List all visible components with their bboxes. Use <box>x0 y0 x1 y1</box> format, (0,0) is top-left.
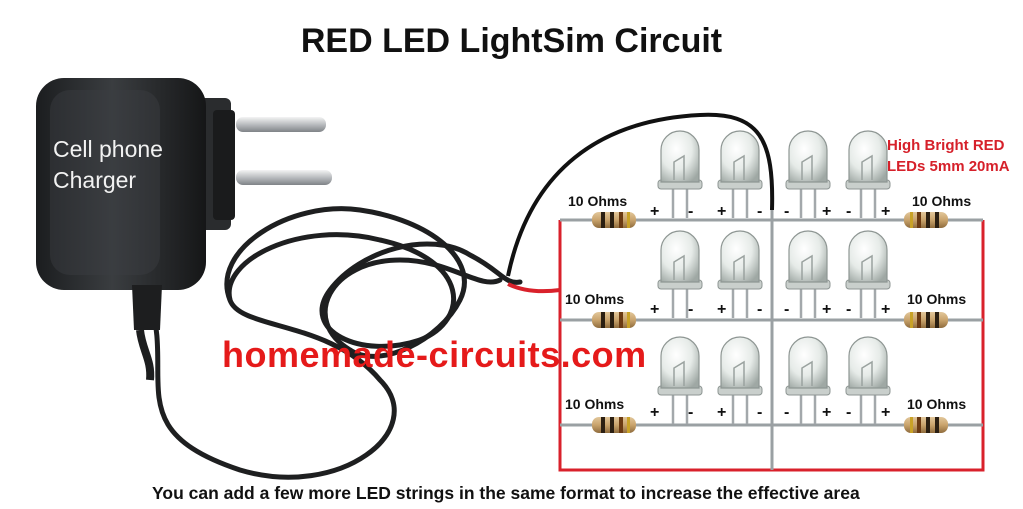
polarity-sign: - <box>784 301 790 318</box>
polarity-sign: - <box>846 203 852 220</box>
polarity-sign: - <box>846 404 852 421</box>
led <box>845 130 891 218</box>
page-title: RED LED LightSim Circuit <box>300 22 723 60</box>
resistor <box>592 417 636 433</box>
polarity-sign: + <box>650 203 660 220</box>
resistor <box>592 212 636 228</box>
plug-pin-bottom <box>236 170 332 185</box>
resistor-label: 10 Ohms <box>565 396 625 412</box>
positive-wire-lead <box>507 282 561 294</box>
led <box>845 230 891 318</box>
led <box>657 336 703 424</box>
resistors <box>592 212 948 433</box>
led-spec-line1: High Bright RED <box>887 137 1005 154</box>
polarity-sign: - <box>688 301 694 318</box>
resistor <box>904 312 948 328</box>
charger-body <box>36 78 332 381</box>
led <box>657 230 703 318</box>
charger-cable <box>147 206 523 480</box>
polarity-sign: + <box>650 404 660 421</box>
polarity-sign: - <box>846 301 852 318</box>
polarity-sign: + <box>822 203 832 220</box>
led-spec-line2: LEDs 5mm 20mA <box>887 158 1010 175</box>
polarity-sign: + <box>717 404 727 421</box>
resistor-label: 10 Ohms <box>912 193 972 209</box>
polarity-sign: + <box>717 203 727 220</box>
led <box>717 130 763 218</box>
led <box>717 336 763 424</box>
polarity-sign: + <box>881 301 891 318</box>
polarity-sign: - <box>757 404 763 421</box>
polarity-sign: - <box>757 301 763 318</box>
resistor-label: 10 Ohms <box>907 291 967 307</box>
polarity-sign: - <box>757 203 763 220</box>
polarity-sign: - <box>688 203 694 220</box>
led <box>845 336 891 424</box>
led-array <box>657 130 891 424</box>
polarity-sign: + <box>881 404 891 421</box>
resistor <box>904 417 948 433</box>
charger-label-line2: Charger <box>53 167 137 193</box>
polarity-sign: + <box>822 301 832 318</box>
led-spec-label: High Bright RED LEDs 5mm 20mA <box>887 135 1010 177</box>
polarity-sign: - <box>784 404 790 421</box>
polarity-sign: + <box>881 203 891 220</box>
charger-label: Cell phone Charger <box>53 134 163 196</box>
watermark: homemade-circuits.com <box>222 334 647 375</box>
polarity-sign: + <box>822 404 832 421</box>
resistor-label: 10 Ohms <box>565 291 625 307</box>
polarity-sign: - <box>688 404 694 421</box>
resistor <box>592 312 636 328</box>
resistor-label: 10 Ohms <box>568 193 628 209</box>
footer-note: You can add a few more LED strings in th… <box>152 483 860 503</box>
led <box>785 130 831 218</box>
led <box>785 336 831 424</box>
negative-wire <box>506 112 775 277</box>
resistor-label: 10 Ohms <box>907 396 967 412</box>
polarity-sign: + <box>650 301 660 318</box>
led <box>717 230 763 318</box>
polarity-sign: - <box>784 203 790 220</box>
polarity-sign: + <box>717 301 727 318</box>
led <box>657 130 703 218</box>
charger-label-line1: Cell phone <box>53 136 163 162</box>
resistor <box>904 212 948 228</box>
led <box>785 230 831 318</box>
plug-pin-top <box>236 117 326 132</box>
